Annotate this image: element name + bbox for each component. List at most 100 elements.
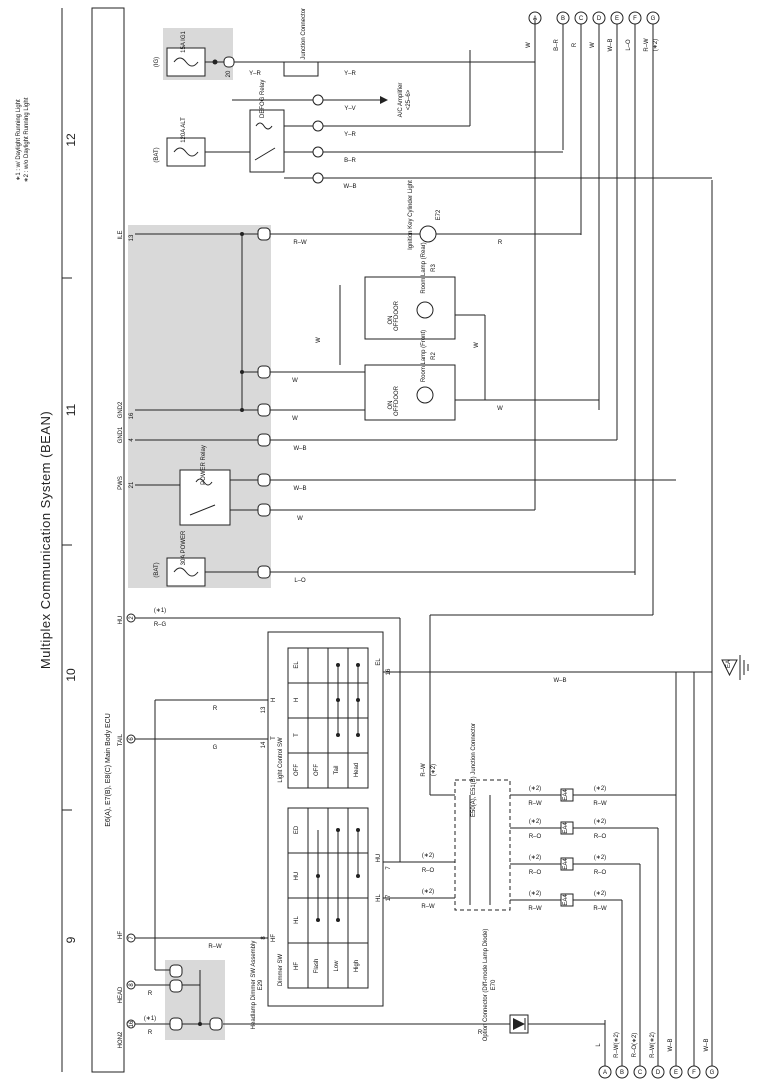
junction-block-terminals [135,227,271,486]
svg-text:DOOR: DOOR [394,300,400,319]
svg-text:Y–V: Y–V [344,106,355,112]
headlamp-dimmer-sw-assembly: E29 Headlamp Dimmer SW Assembly OFF T H … [251,631,392,1029]
svg-text:W–B: W–B [343,184,356,190]
defog-relay: DEFOG Relay Y–V Y–R B–R W–B [232,50,712,190]
svg-text:G: G [651,16,656,22]
svg-text:T: T [271,736,277,740]
svg-text:(∗2): (∗2) [653,39,659,51]
svg-text:B: B [561,16,565,22]
svg-text:R–W(∗2): R–W(∗2) [614,1032,620,1058]
grid-number-11: 11 [64,403,78,416]
svg-text:C: C [638,1070,643,1076]
svg-text:14: 14 [261,741,267,748]
svg-text:EA: EA [726,660,732,668]
svg-text:R–O: R–O [529,834,542,840]
svg-text:R–O: R–O [422,868,435,874]
room-lamp-rear: R3 Room Lamp (Rear) DOOR ON OFF [364,242,456,340]
svg-text:(∗1): (∗1) [144,1016,156,1022]
ecu-pin-ile: ILE 13 [118,230,135,241]
svg-text:R: R [572,42,578,47]
ecu-name: E6(A), E7(B), E8(C) Main Body ECU [105,713,112,827]
svg-text:Y–R: Y–R [344,132,356,138]
svg-text:E50(A), E51(B) Junction Connec: E50(A), E51(B) Junction Connector [471,723,477,817]
svg-text:TAIL: TAIL [118,733,124,746]
svg-text:7: 7 [386,866,392,870]
svg-text:R–W(∗2): R–W(∗2) [650,1032,656,1058]
svg-text:Tail: Tail [334,765,340,774]
svg-text:GND1: GND1 [118,426,124,443]
svg-text:W: W [590,42,596,48]
svg-text:R–W: R–W [528,801,542,807]
page-title: Multiplex Communication System (BEAN) [38,411,53,669]
svg-text:HF: HF [271,934,277,942]
svg-text:E: E [674,1070,678,1076]
terminal-e-top [610,11,624,25]
svg-text:<25–6>: <25–6> [406,89,412,110]
svg-text:(∗2): (∗2) [594,786,606,792]
svg-text:B–R: B–R [554,38,560,50]
svg-text:E70: E70 [491,979,497,990]
svg-text:Room Lamp (Front): Room Lamp (Front) [421,330,427,382]
svg-text:(∗2): (∗2) [529,855,541,861]
svg-text:F: F [633,16,637,22]
svg-text:C: C [579,16,584,22]
svg-text:W: W [526,42,532,48]
svg-text:POWER Relay: POWER Relay [201,445,207,485]
svg-text:B–R: B–R [344,158,356,164]
svg-text:R–W: R–W [421,763,427,777]
svg-text:8: 8 [129,983,135,987]
svg-text:G: G [710,1070,715,1076]
ground-ea: EA [721,655,749,680]
svg-text:R: R [213,706,218,712]
svg-text:L–O: L–O [626,39,632,51]
svg-text:R–W: R–W [644,38,650,52]
svg-text:R: R [148,991,153,997]
svg-text:W: W [292,378,298,384]
ecu-pin-pws: PWS 21 [118,476,135,490]
svg-text:R–W: R–W [208,944,222,950]
svg-text:HEAD: HEAD [118,986,124,1003]
svg-text:Room Lamp (Rear): Room Lamp (Rear) [421,242,427,293]
svg-text:W–B: W–B [293,486,306,492]
svg-text:High: High [354,960,360,972]
svg-text:(∗2): (∗2) [594,891,606,897]
svg-text:(∗2): (∗2) [594,855,606,861]
svg-text:T: T [294,733,300,737]
room-lamp-front: R2 Room Lamp (Front) DOOR ON OFF [364,330,456,421]
svg-text:R–W: R–W [593,801,607,807]
svg-text:EL: EL [294,661,300,669]
grid-number-12: 12 [64,133,78,147]
ecu-pin-tail: TAIL 6 [118,733,136,746]
svg-text:R: R [498,240,503,246]
power-relay: POWER Relay W–B W [179,40,676,526]
svg-text:R: R [478,1030,483,1036]
svg-text:30A POWER: 30A POWER [181,530,187,565]
svg-text:Head: Head [354,763,360,777]
svg-text:EA4: EA4 [563,789,569,801]
svg-text:Flash: Flash [314,959,320,974]
svg-text:HU: HU [118,616,124,625]
svg-text:HF: HF [118,931,124,939]
junction-block-shade [128,225,271,588]
power-fuse: (BAT) 30A POWER L–O [154,530,635,587]
svg-text:W–B: W–B [668,1038,674,1051]
svg-text:6: 6 [129,737,135,741]
grid-number-9: 9 [64,936,78,943]
svg-text:HU: HU [376,854,382,863]
ac-amplifier: A/C Amplifier <25–6> [398,83,412,118]
svg-text:20: 20 [226,70,232,77]
svg-text:A78 Junction Connector: A78 Junction Connector [301,8,307,72]
terminal-c-top [574,11,588,25]
svg-text:R2: R2 [431,352,437,360]
svg-text:(∗2): (∗2) [422,889,434,895]
grid-number-10: 10 [64,668,78,682]
svg-text:HL: HL [294,916,300,924]
svg-text:W: W [474,342,480,348]
svg-text:OFF: OFF [294,764,300,776]
top-connector-row: A B C D E F G W B–R R W W–B L–O R–W (∗2) [526,11,660,615]
svg-text:W–B: W–B [608,38,614,51]
e50-e51-junction-connector: E50(A), E51(B) Junction Connector EA4 EA… [430,723,676,912]
svg-text:R–O: R–O [594,834,607,840]
svg-text:R–O(∗2): R–O(∗2) [632,1033,638,1058]
svg-text:ILE: ILE [118,230,124,239]
